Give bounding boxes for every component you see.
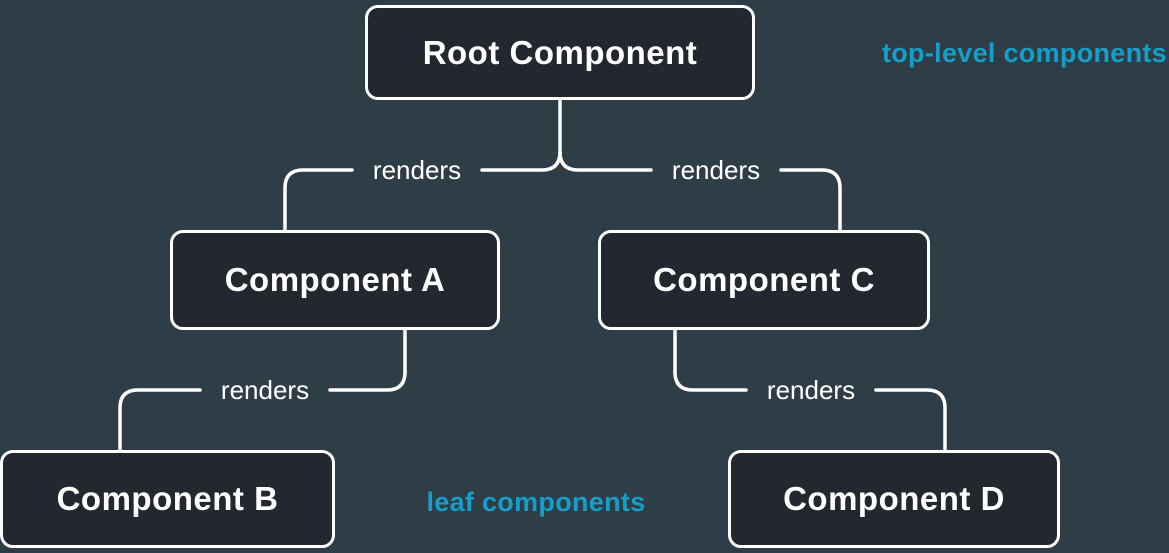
annotation-top-level-components: top-level components [881,38,1167,68]
edge-label-renders-c-d: renders [766,375,856,405]
edge-c-d-segment-2 [874,388,947,452]
edge-root-a-segment-1 [480,150,562,172]
node-label: Component C [653,261,875,298]
edge-label-renders-root-a: renders [372,155,462,185]
node-label: Component A [224,261,446,298]
edge-root-a-segment-2 [283,168,354,232]
node-component-a: Component A [170,230,500,330]
edge-label-renders-root-c: renders [671,155,761,185]
node-label: Component D [783,480,1005,517]
node-label: Root Component [422,33,698,71]
edge-a-b-segment-1 [328,328,407,392]
edge-root-c-segment-2 [779,168,842,232]
node-component-b: Component B [0,450,335,548]
node-component-d: Component D [728,450,1060,548]
annotation-leaf-components: leaf components [426,487,646,517]
edge-label-renders-a-b: renders [220,375,310,405]
node-root-component: Root Component [365,5,755,100]
edge-a-b-segment-2 [118,388,202,452]
node-component-c: Component C [598,230,930,330]
node-label: Component B [56,480,279,517]
edge-c-d-segment-1 [673,328,748,392]
edge-root-c-segment-1 [558,150,653,172]
